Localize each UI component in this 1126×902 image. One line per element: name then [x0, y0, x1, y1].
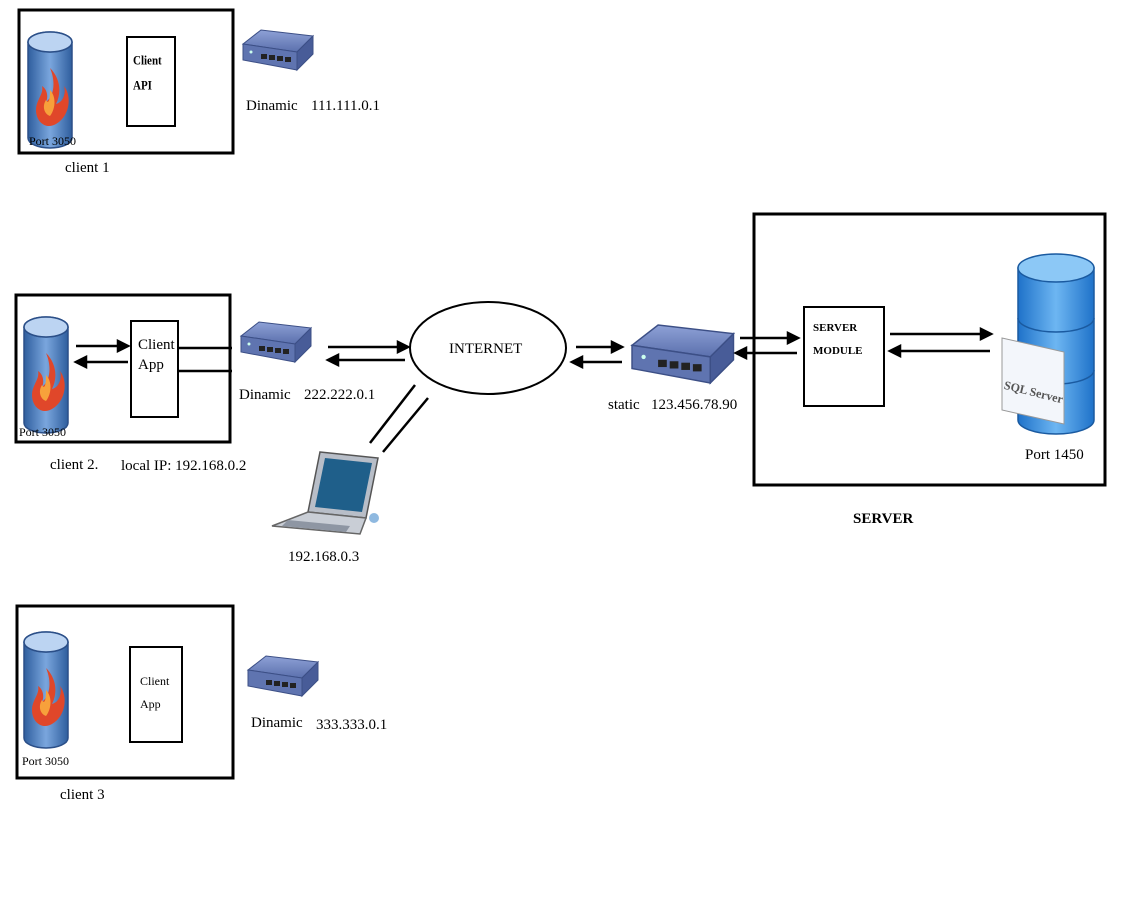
client3-label: client 3 [60, 787, 105, 803]
laptop-icon [271, 451, 379, 535]
client3-app-label-line1: Client [140, 674, 170, 688]
sql-server-database-icon [1001, 253, 1095, 435]
client2-router-ip: 222.222.0.1 [304, 387, 376, 403]
server-router-label: static [608, 397, 640, 413]
server-module-label-line1: SERVER [813, 322, 858, 334]
client2-db-port: Port 3050 [19, 425, 67, 439]
client3-app-label-line2: App [140, 697, 161, 711]
router-module-arrows [733, 330, 801, 361]
client1-router-label: Dinamic [246, 98, 298, 114]
client2-router-icon [240, 321, 312, 363]
client2-database-icon [23, 316, 69, 434]
server-module-label-line2: MODULE [813, 345, 863, 357]
client1-db-port: Port 3050 [29, 134, 77, 148]
client1-app-label-line2: API [133, 79, 152, 93]
server-title: SERVER [853, 511, 914, 527]
client2-app-label-line2: App [138, 357, 164, 373]
client2-app-label-line1: Client [138, 337, 175, 353]
client1-box [17, 8, 235, 155]
client2-label: client 2. [50, 457, 99, 473]
client2-router-label: Dinamic [239, 387, 291, 403]
client1-label: client 1 [65, 160, 110, 176]
client2-box [14, 293, 232, 444]
server-internet-arrows [569, 339, 625, 370]
laptop-link-lines [369, 384, 429, 453]
client1-app-label-line1: Client [133, 54, 162, 68]
client2-db-app-arrows [73, 338, 131, 370]
server-db-port: Port 1450 [1025, 447, 1084, 463]
server-router-icon [631, 324, 735, 384]
client3-db-port: Port 3050 [22, 754, 70, 768]
client3-router-ip: 333.333.0.1 [316, 717, 388, 733]
client2-local-ip: local IP: 192.168.0.2 [121, 458, 247, 474]
client1-app-box [126, 36, 176, 127]
client2-app-router-lines [178, 346, 232, 373]
client1-router-ip: 111.111.0.1 [311, 98, 381, 114]
client2-app-box [130, 320, 179, 418]
client3-router-label: Dinamic [251, 715, 303, 731]
server-module-box [803, 306, 885, 407]
client1-database-icon [27, 31, 73, 149]
internet-label: INTERNET [449, 341, 523, 357]
internet-cloud [409, 301, 567, 395]
client2-internet-arrows [325, 339, 411, 368]
server-box [752, 212, 1107, 487]
module-sql-arrows [887, 326, 994, 359]
server-router-ip: 123.456.78.90 [651, 397, 738, 413]
laptop-ip: 192.168.0.3 [288, 549, 360, 565]
client1-router-icon [242, 29, 314, 71]
